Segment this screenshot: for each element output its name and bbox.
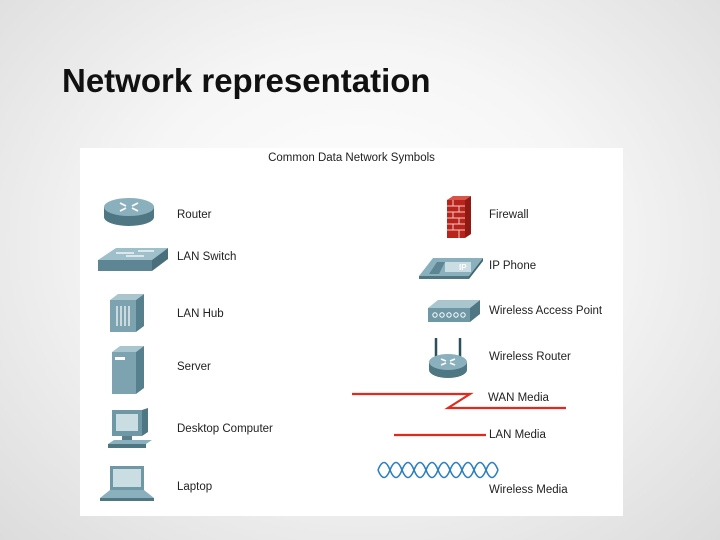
network-symbols-figure: Common Data Network Symbols Router LAN S… (80, 148, 623, 516)
symbol-label-wan-media: WAN Media (488, 392, 549, 404)
slide-title: Network representation (62, 62, 431, 99)
symbol-label-server: Server (177, 361, 211, 373)
symbol-label-router: Router (177, 209, 212, 221)
wireless-media-icon (377, 461, 499, 479)
desktop-computer-icon (108, 408, 152, 448)
router-icon (104, 198, 154, 226)
wireless-router-icon (429, 338, 467, 378)
lan-media-icon (394, 433, 486, 437)
symbol-label-wireless-access-point: Wireless Access Point (489, 305, 603, 317)
laptop-icon (100, 466, 154, 501)
symbol-label-laptop: Laptop (177, 481, 213, 493)
symbol-label-lan-media: LAN Media (489, 429, 546, 441)
symbol-label-lan-switch: LAN Switch (177, 251, 237, 263)
figure-title: Common Data Network Symbols (268, 152, 435, 164)
lan-hub-icon (110, 294, 144, 332)
wan-media-icon (352, 392, 566, 410)
symbol-label-wireless-router: Wireless Router (489, 351, 571, 363)
ip-phone-icon (419, 258, 483, 279)
server-icon (112, 346, 144, 394)
firewall-icon (447, 196, 471, 238)
symbol-label-wireless-media: Wireless Media (489, 484, 568, 496)
ip-phone-badge: IP (459, 263, 467, 272)
symbol-label-firewall: Firewall (489, 209, 529, 221)
symbol-label-desktop-computer: Desktop Computer (177, 423, 273, 435)
symbol-label-lan-hub: LAN Hub (177, 308, 224, 320)
wireless-access-point-icon (428, 300, 480, 322)
symbol-label-ip-phone: IP Phone (489, 260, 537, 272)
lan-switch-icon (98, 248, 168, 271)
